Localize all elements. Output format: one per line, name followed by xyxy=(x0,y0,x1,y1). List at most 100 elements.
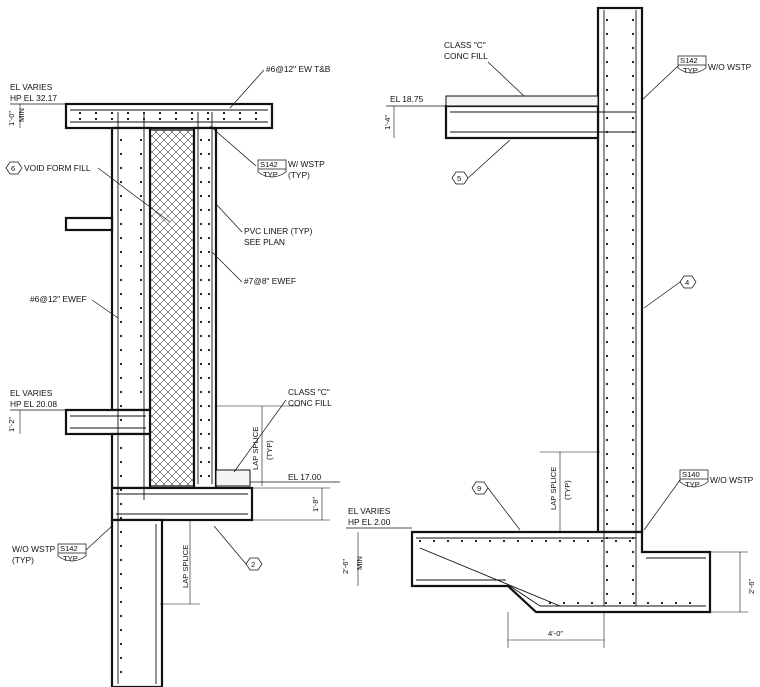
right-annotations: CLASS "C" CONC FILL S142 TYP W/O WSTP EL… xyxy=(341,40,756,648)
rebar-dot xyxy=(631,564,635,568)
rebar-dot xyxy=(605,242,609,246)
rebar-dot xyxy=(199,236,203,240)
ref-top-sheet: S142 xyxy=(680,56,698,65)
rebar-dot xyxy=(605,368,609,372)
rebar-dot xyxy=(174,111,178,115)
rebar-dot xyxy=(631,102,635,106)
rebar-dot xyxy=(207,250,211,254)
rebar-dot xyxy=(631,228,635,232)
rebar-dot xyxy=(605,32,609,36)
rebar-dot xyxy=(605,256,609,260)
conc-fill-left xyxy=(215,469,251,487)
el-varies-right: EL VARIES xyxy=(348,506,391,516)
rebar-dot xyxy=(139,390,143,394)
rebar-dot xyxy=(605,60,609,64)
rebar-dot xyxy=(631,32,635,36)
ref-wstp-bubble xyxy=(257,159,287,178)
hp-el-top: HP EL 32.17 xyxy=(10,93,57,103)
rebar-dot xyxy=(139,166,143,170)
lap-typ-left: (TYP) xyxy=(265,440,274,460)
rebar-dot xyxy=(474,539,478,543)
ref-wo-typ: TYP xyxy=(63,554,78,563)
rebar-dot xyxy=(631,242,635,246)
rebar-dot xyxy=(119,334,123,338)
el-1700: EL 17.00 xyxy=(288,472,322,482)
rebar-dot xyxy=(119,656,123,660)
rebar-dot xyxy=(631,550,635,554)
tag-5: 5 xyxy=(457,174,461,183)
rebar-dot xyxy=(199,460,203,464)
rebar-dot xyxy=(119,404,123,408)
rebar-dot xyxy=(631,508,635,512)
rebar-dot xyxy=(207,292,211,296)
rebar-dot xyxy=(605,88,609,92)
rebar-dot xyxy=(119,600,123,604)
rebar-dot xyxy=(139,222,143,226)
hp-el-mid: HP EL 20.08 xyxy=(10,399,57,409)
dim-toe: 4'-0" xyxy=(548,629,563,638)
rebar-dot xyxy=(605,564,609,568)
rebar-dot xyxy=(605,396,609,400)
rebar-dot xyxy=(207,138,211,142)
rebar-dot xyxy=(139,292,143,296)
rebar-dot xyxy=(142,117,146,121)
rebar-dot xyxy=(199,208,203,212)
rebar-right-note: #7@8" EWEF xyxy=(244,276,296,286)
stub-slab xyxy=(64,216,114,232)
rebar-dot xyxy=(632,601,636,605)
rebar-dot xyxy=(119,474,123,478)
rebar-dot xyxy=(139,138,143,142)
tag-4-hexagon xyxy=(679,275,697,289)
rebar-dot xyxy=(631,186,635,190)
rebar-dot xyxy=(605,130,609,134)
rebar-dot xyxy=(631,298,635,302)
rebar-dot xyxy=(199,446,203,450)
lap-splice-bottom: LAP SPLICE xyxy=(181,545,190,588)
rebar-dot xyxy=(631,452,635,456)
rebar-dot xyxy=(94,111,98,115)
rebar-dot xyxy=(605,284,609,288)
rebar-dot xyxy=(562,601,566,605)
dim-top-min: MIN xyxy=(17,108,26,122)
left-wall-section xyxy=(64,102,274,687)
rebar-top-note: #6@12" EW T&B xyxy=(266,64,331,74)
rebar-dot xyxy=(78,117,82,121)
rebar-dot xyxy=(199,390,203,394)
rebar-dot xyxy=(119,544,123,548)
rebar-dot xyxy=(190,117,194,121)
rebar-dot xyxy=(516,539,520,543)
rebar-dot xyxy=(605,592,609,596)
middle-slab xyxy=(64,408,152,436)
rebar-dot xyxy=(254,111,258,115)
el-varies-top: EL VARIES xyxy=(10,82,53,92)
hp-el-right: HP EL 2.00 xyxy=(348,517,391,527)
rebar-dot xyxy=(488,539,492,543)
conc-fill-right xyxy=(445,95,599,107)
ref-wstp-typ: TYP xyxy=(263,170,278,179)
rebar-dot xyxy=(631,480,635,484)
rebar-dot xyxy=(631,578,635,582)
rebar-dot xyxy=(631,158,635,162)
rebar-dot xyxy=(605,578,609,582)
rebar-dot xyxy=(199,250,203,254)
void-tag-hexagon xyxy=(5,161,23,175)
dim-bottom: 1'-8" xyxy=(311,497,320,512)
pvc-liner: PVC LINER (TYP) xyxy=(244,226,313,236)
rebar-dot xyxy=(605,382,609,386)
dim-footing-min: MIN xyxy=(355,556,364,570)
rebar-dot xyxy=(600,539,604,543)
rebar-dot xyxy=(207,474,211,478)
rebar-dot xyxy=(139,348,143,352)
rebar-dot xyxy=(139,320,143,324)
rebar-dot xyxy=(631,592,635,596)
rebar-dot xyxy=(94,117,98,121)
rebar-dot xyxy=(207,362,211,366)
footing xyxy=(410,530,712,614)
rebar-dot xyxy=(660,601,664,605)
rebar-dot xyxy=(418,539,422,543)
rebar-dot xyxy=(119,446,123,450)
rebar-dot xyxy=(631,200,635,204)
rebar-dot xyxy=(199,264,203,268)
rebar-dot xyxy=(158,117,162,121)
rebar-dot xyxy=(119,642,123,646)
